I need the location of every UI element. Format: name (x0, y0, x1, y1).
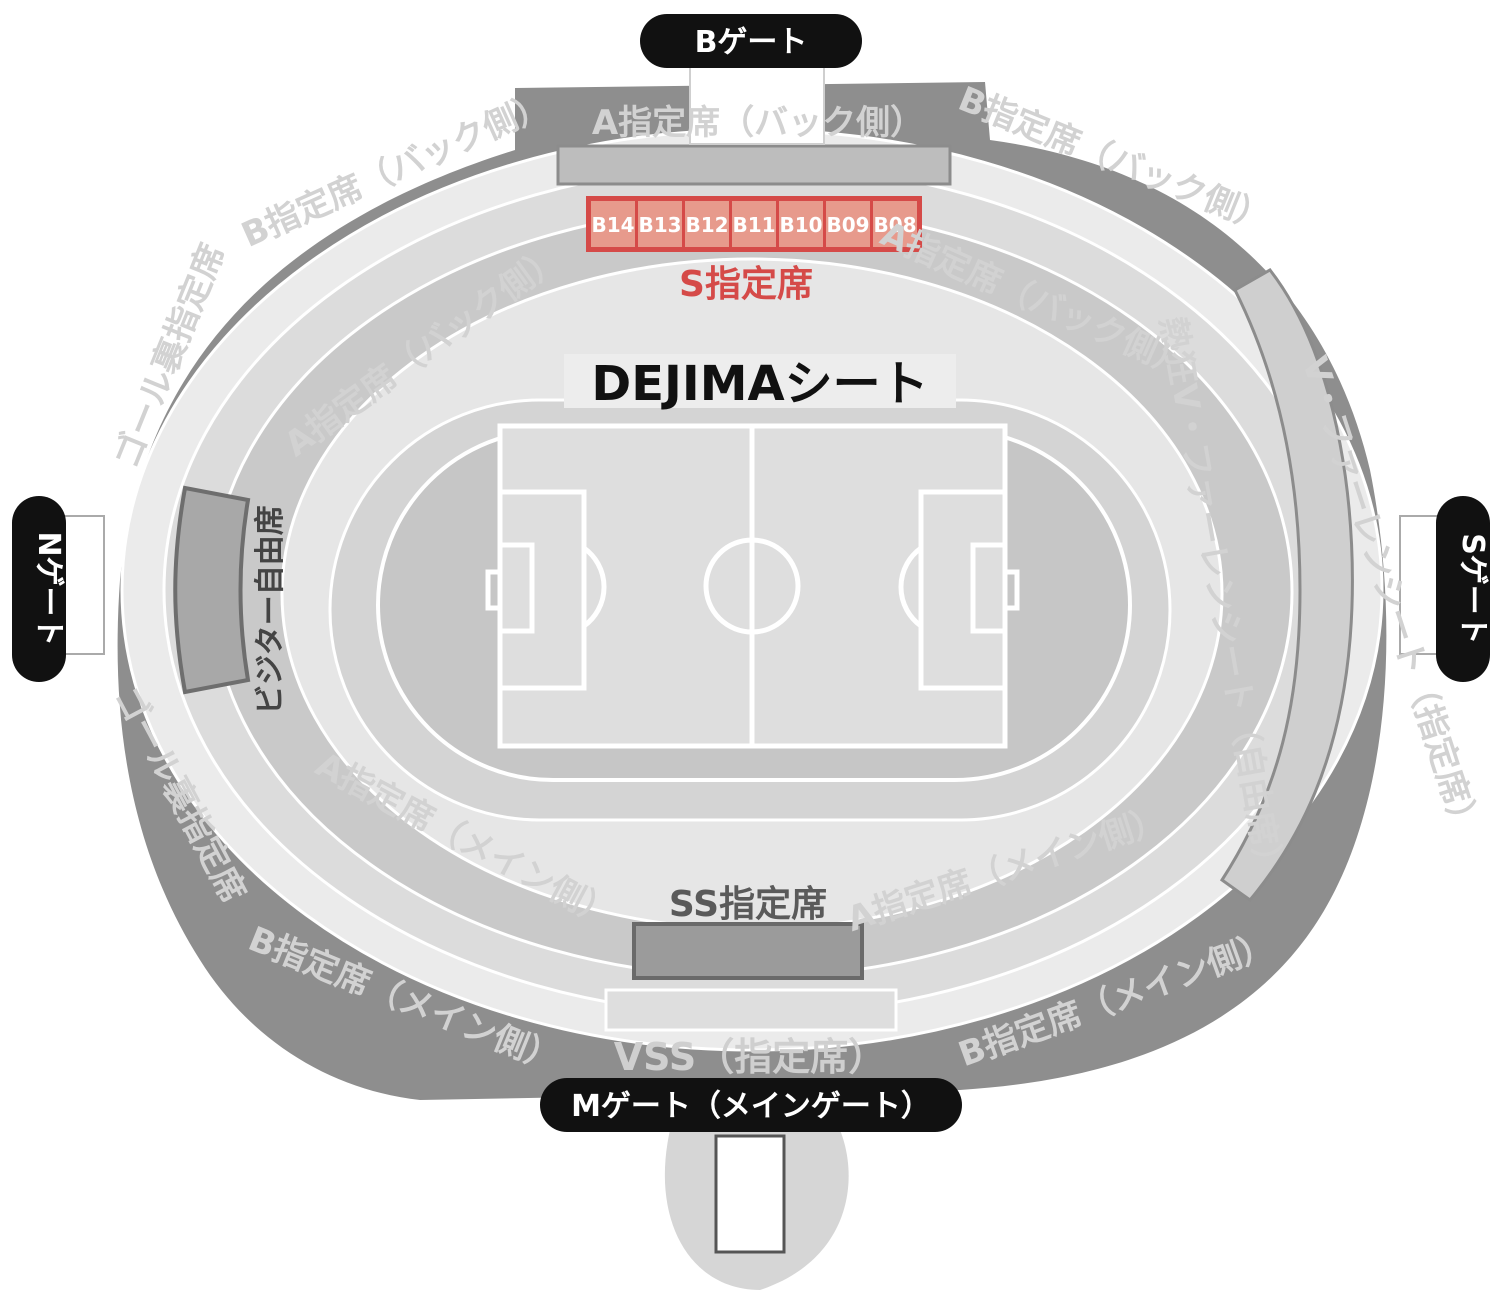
label-a-back-top: A指定席（バック側） (592, 103, 924, 143)
gate-m[interactable]: Mゲート（メインゲート） (540, 1078, 962, 1132)
a-back-top-stand (556, 144, 952, 186)
gate-b-label: Bゲート (695, 25, 808, 60)
block-b08[interactable] (873, 201, 917, 247)
gate-s[interactable]: Sゲート (1436, 496, 1490, 682)
block-label-b09: B09 (826, 213, 869, 237)
soccer-pitch (485, 423, 1020, 749)
label-dejima: DEJIMAシート (591, 356, 928, 412)
block-b12[interactable] (685, 201, 729, 247)
block-b10[interactable] (779, 201, 823, 247)
gate-n[interactable]: Nゲート (12, 496, 66, 682)
main-gate-stairs (714, 1134, 786, 1254)
gate-s-label: Sゲート (1455, 533, 1490, 645)
block-b11[interactable] (732, 201, 776, 247)
block-label-b08: B08 (873, 213, 916, 237)
block-label-b13: B13 (638, 213, 681, 237)
label-ss-reserved: SS指定席 (669, 884, 827, 925)
label-s-reserved: S指定席 (679, 264, 813, 305)
visitor-stand (173, 485, 251, 695)
block-label-b10: B10 (779, 213, 822, 237)
gate-n-label: Nゲート (31, 531, 66, 646)
s-reserved-area[interactable]: B14 B13 B12 B11 B10 B09 B08 (586, 196, 922, 252)
label-visitor-free: ビジター自由席 (253, 505, 288, 714)
block-label-b12: B12 (685, 213, 728, 237)
gate-m-label: Mゲート（メインゲート） (571, 1089, 931, 1124)
ss-reserved-stand (632, 922, 864, 980)
dejima-plate (564, 354, 956, 408)
vss-stand (604, 988, 898, 1032)
label-vss: VSS（指定席） (614, 1035, 886, 1079)
block-b13[interactable] (638, 201, 682, 247)
gate-b[interactable]: Bゲート (640, 14, 862, 68)
fan-stand-right (1219, 268, 1354, 903)
block-label-b14: B14 (591, 213, 634, 237)
b-gate-stairs (689, 63, 825, 145)
n-gate-stairs (63, 515, 105, 655)
block-b09[interactable] (826, 201, 870, 247)
block-b14[interactable] (591, 201, 635, 247)
block-label-b11: B11 (732, 213, 775, 237)
